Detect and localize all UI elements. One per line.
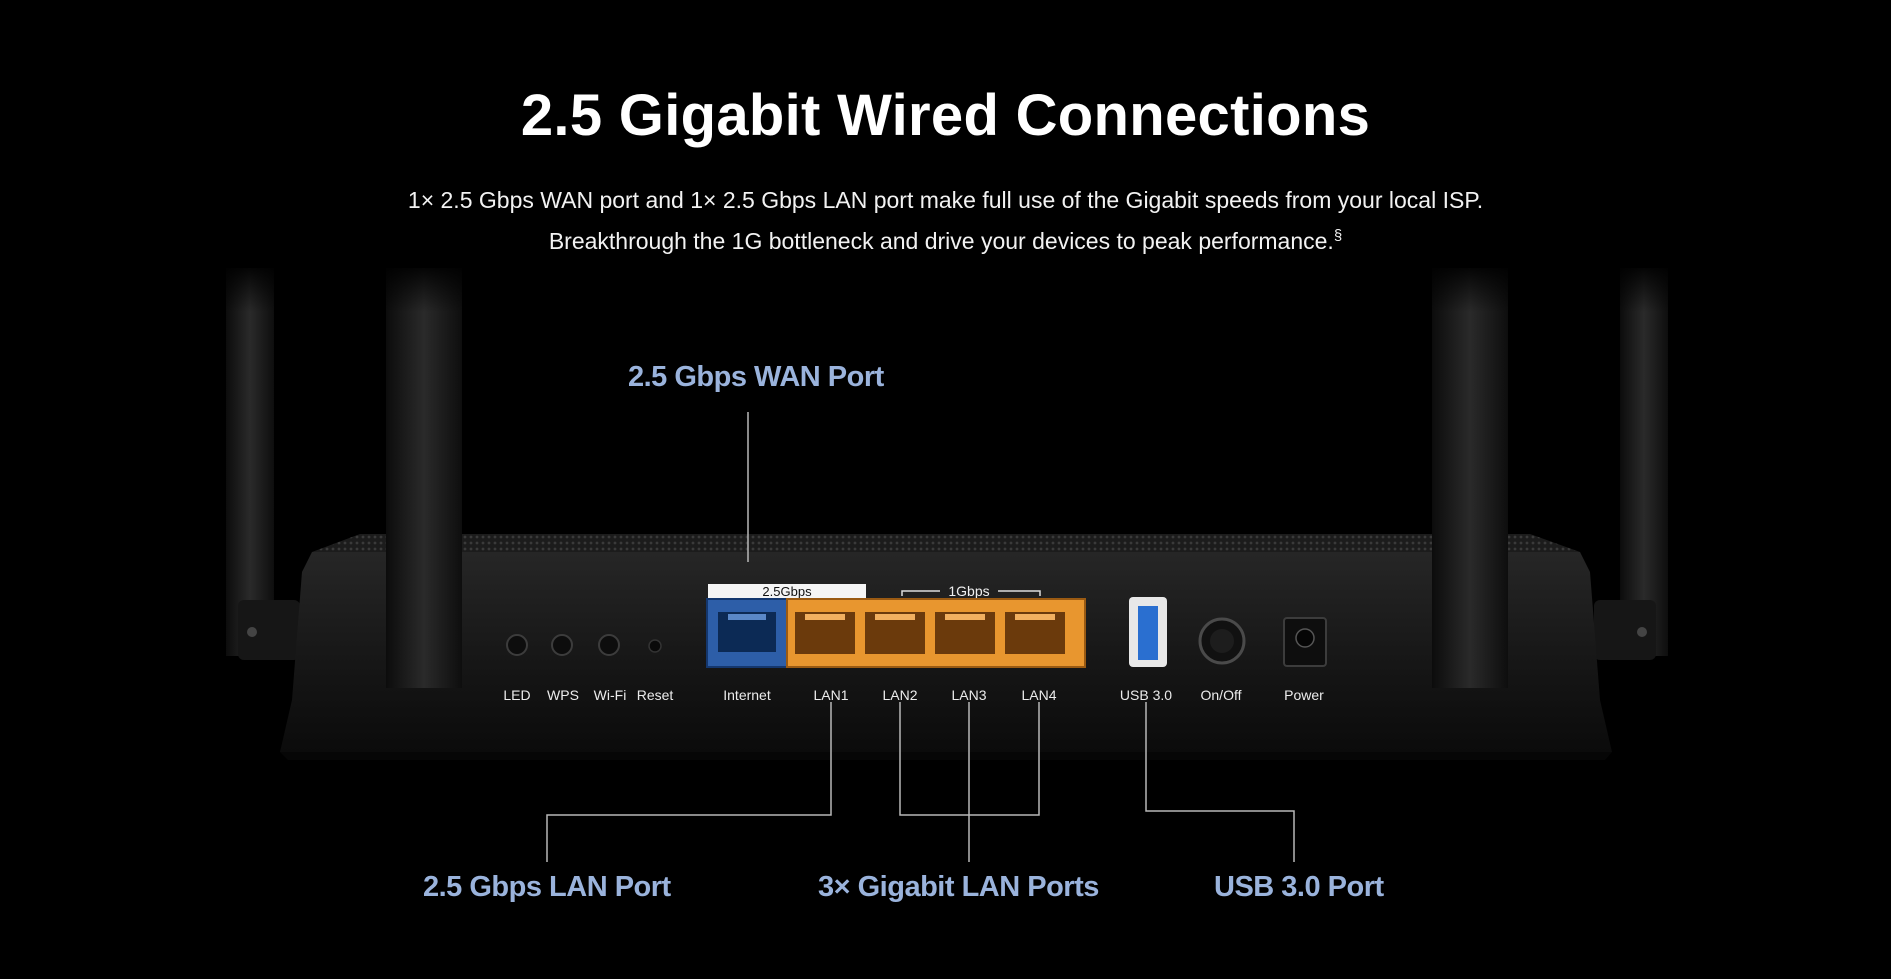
gigabit-leader-line: [899, 702, 1040, 862]
wifi-label: Wi-Fi: [593, 687, 627, 703]
antenna-hinge-left: [238, 600, 300, 660]
router-bottom-edge: [280, 752, 1612, 760]
power-label: Power: [1284, 687, 1324, 703]
lan3-label: LAN3: [951, 687, 987, 703]
description-line-2-text: Breakthrough the 1G bottleneck and drive…: [548, 228, 1334, 254]
lan3-port-pins: [945, 614, 985, 620]
reset-label: Reset: [636, 687, 674, 703]
internet-port-pins: [728, 614, 766, 620]
lan4-port-pins: [1015, 614, 1055, 620]
wps-label: WPS: [547, 687, 579, 703]
usb-port-callout: USB 3.0 Port: [1214, 871, 1384, 903]
footnote-mark: §: [1333, 227, 1343, 244]
callout-lines: [546, 412, 1295, 862]
led-button: [506, 634, 528, 656]
wan-port-callout: 2.5 Gbps WAN Port: [628, 361, 884, 393]
onoff-switch-center: [1210, 629, 1234, 653]
antenna-hinge-right: [1594, 600, 1656, 660]
usb-port-inner: [1138, 606, 1158, 660]
led-label: LED: [503, 687, 531, 703]
antenna-fade-top: [200, 262, 1700, 312]
power-jack-hole: [1295, 628, 1315, 648]
lan4-label: LAN4: [1021, 687, 1057, 703]
gigabit-lan-callout: 3× Gigabit LAN Ports: [818, 871, 1099, 903]
antenna-right-rear: [1620, 268, 1668, 656]
lan2-port-pins: [875, 614, 915, 620]
lan25-leader-line: [546, 702, 832, 862]
antenna-hinge-right-screw: [1637, 627, 1647, 637]
internet-label: Internet: [723, 687, 771, 703]
wan-speed-label: 2.5Gbps: [762, 584, 812, 599]
wan-speed-box: [708, 584, 866, 599]
lan-sockets: [795, 612, 1065, 654]
router-top-mesh: [312, 534, 1580, 552]
lan-speed-label: 1Gbps: [948, 583, 989, 599]
reset-hole: [648, 639, 662, 653]
page-title: 2.5 Gigabit Wired Connections: [520, 83, 1371, 148]
usb-leader-line: [1145, 702, 1295, 862]
usb-label: USB 3.0: [1119, 687, 1173, 703]
description-line-2: Breakthrough the 1G bottleneck and drive…: [0, 221, 1891, 262]
lan-speed-bracket: [901, 590, 1041, 596]
lan25-port-callout: 2.5 Gbps LAN Port: [423, 871, 671, 903]
antenna-left-front: [386, 268, 462, 688]
wps-button: [551, 634, 573, 656]
onoff-label: On/Off: [1200, 687, 1242, 703]
wifi-button: [598, 634, 620, 656]
antenna-right-front: [1432, 268, 1508, 688]
lan1-label: LAN1: [813, 687, 849, 703]
page-description: 1× 2.5 Gbps WAN port and 1× 2.5 Gbps LAN…: [0, 180, 1891, 262]
antenna-hinge-left-screw: [247, 627, 257, 637]
lan1-port-pins: [805, 614, 845, 620]
lan2-label: LAN2: [882, 687, 918, 703]
antenna-left-rear: [226, 268, 274, 656]
description-line-1: 1× 2.5 Gbps WAN port and 1× 2.5 Gbps LAN…: [407, 187, 1484, 213]
